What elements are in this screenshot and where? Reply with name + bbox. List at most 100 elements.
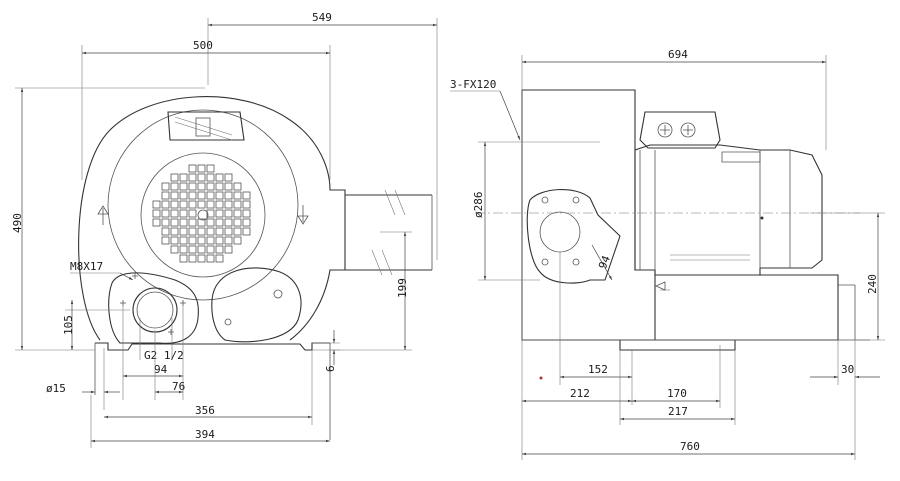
grille-slot [215, 182, 224, 191]
grille-slot [188, 200, 197, 209]
dim-356: 356 [195, 404, 215, 417]
grille-slot [179, 254, 188, 263]
grille-slot [224, 209, 233, 218]
grille-slot [224, 218, 233, 227]
dim-94-front: 94 [154, 363, 168, 376]
grille-slot [188, 164, 197, 173]
grille-slot [206, 200, 215, 209]
grille-slot [233, 182, 242, 191]
grille-slot [188, 236, 197, 245]
airflow-arrow-left-icon [97, 205, 109, 225]
front-terminal-box [167, 111, 245, 141]
dim-30: 30 [841, 363, 854, 376]
grille-slot [233, 218, 242, 227]
grille-slot [242, 200, 251, 209]
dim-d15: ø15 [46, 382, 66, 395]
grille-slot [206, 191, 215, 200]
grille-slot [152, 200, 161, 209]
grille-slot [179, 191, 188, 200]
grille-slot [170, 200, 179, 209]
front-inlet-port [132, 287, 178, 333]
grille-slot [188, 191, 197, 200]
grille-slot [197, 164, 206, 173]
grille-slot [197, 245, 206, 254]
grille-slot [215, 200, 224, 209]
grille-slot [152, 209, 161, 218]
grille-slot [215, 236, 224, 245]
grille-slot [215, 245, 224, 254]
dim-694: 694 [668, 48, 688, 61]
grille-slot [233, 227, 242, 236]
dim-240: 240 [866, 274, 879, 294]
grille-slot [197, 200, 206, 209]
grille-slot [242, 218, 251, 227]
grille-slot [206, 254, 215, 263]
grille-slot [224, 245, 233, 254]
grille-slot [161, 182, 170, 191]
fan-hub [197, 209, 209, 221]
dim-152: 152 [588, 363, 608, 376]
grille-slot [161, 227, 170, 236]
grille-slot [170, 218, 179, 227]
grille-slot [170, 245, 179, 254]
grille-slot [188, 182, 197, 191]
grille-slot [206, 182, 215, 191]
grille-slot [224, 173, 233, 182]
grille-slot [197, 191, 206, 200]
grille-slot [215, 254, 224, 263]
dim-549: 549 [312, 11, 332, 24]
grille-slot [179, 245, 188, 254]
dim-76: 76 [172, 380, 185, 393]
front-base [95, 342, 330, 351]
side-dimensions: 694 3-FX120 ø286 94 152 212 170 217 [450, 48, 885, 460]
grille-slot [233, 200, 242, 209]
grille-slot [206, 173, 215, 182]
grille-slot [206, 245, 215, 254]
dim-217: 217 [668, 405, 688, 418]
grille-slot [215, 173, 224, 182]
grille-slot [170, 227, 179, 236]
grille-slot [188, 209, 197, 218]
grille-slot [188, 227, 197, 236]
grille-slot [188, 218, 197, 227]
grille-slot [188, 173, 197, 182]
grille-slot [215, 209, 224, 218]
dim-394: 394 [195, 428, 215, 441]
grille-slot [197, 218, 206, 227]
grille-slot [152, 218, 161, 227]
grille-slot [215, 227, 224, 236]
grille-slot [161, 191, 170, 200]
grille-slot [224, 227, 233, 236]
grille-slot [242, 209, 251, 218]
grille-slot [170, 236, 179, 245]
grille-slot [206, 236, 215, 245]
grille-slot [224, 182, 233, 191]
side-terminal-box [639, 111, 761, 163]
grille-slot [206, 218, 215, 227]
grille-slot [197, 182, 206, 191]
front-dimensions: 549 500 490 M8X17 105 G2 1/2 94 76 [11, 11, 438, 448]
grille-slot [197, 227, 206, 236]
dim-105: 105 [62, 315, 75, 335]
dim-170: 170 [667, 387, 687, 400]
grille-slot [197, 236, 206, 245]
front-view [78, 96, 433, 440]
grille-slot [188, 245, 197, 254]
front-inlet-flange [108, 272, 199, 344]
dim-g2-inlet: G2 1/2 [144, 349, 184, 362]
grille-slot [161, 200, 170, 209]
dim-199: 199 [396, 278, 409, 298]
airflow-arrow-right-icon [297, 205, 309, 225]
dim-94-side: 94 [596, 253, 613, 271]
grille-slot [170, 173, 179, 182]
side-flange [526, 188, 621, 284]
grille-slot [197, 173, 206, 182]
fan-grille [152, 164, 251, 263]
grille-slot [161, 218, 170, 227]
grille-slot [215, 191, 224, 200]
grille-slot [224, 200, 233, 209]
front-fan-cover-ring [140, 152, 266, 278]
dim-212: 212 [570, 387, 590, 400]
grille-slot [170, 209, 179, 218]
